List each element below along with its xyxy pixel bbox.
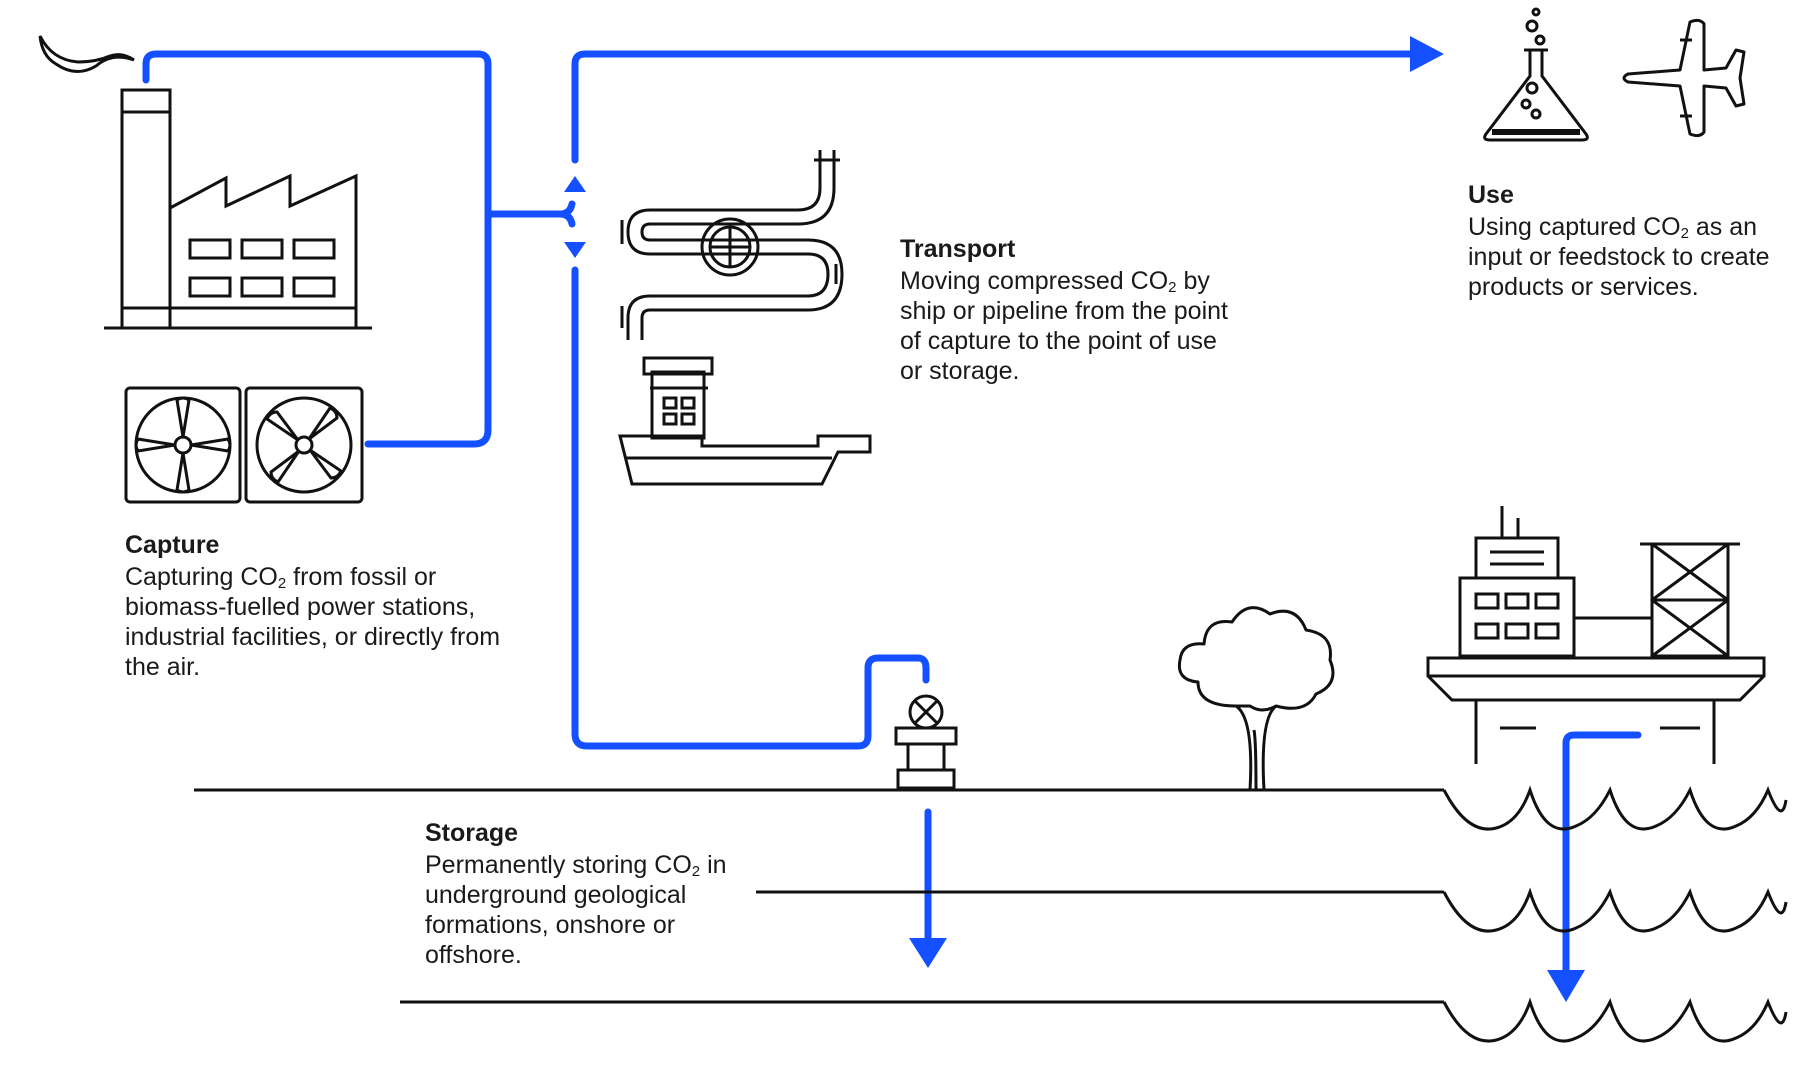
transport-description: Moving compressed CO2 by ship or pipelin… — [900, 266, 1230, 386]
arrow-down-junction — [564, 242, 586, 258]
use-desc-part: Using captured CO — [1468, 213, 1681, 241]
storage-title: Storage — [425, 819, 519, 847]
transport-desc-part: Moving compressed CO — [900, 267, 1169, 295]
flow-to-junction — [484, 200, 576, 228]
ground-layers — [194, 788, 1444, 1004]
arrow-down-offshore — [1547, 970, 1585, 1002]
flow-from-chimney — [142, 50, 492, 448]
use-desc-part: as an input or feedstock to create produ… — [1468, 213, 1770, 301]
capture-desc-part: from fossil or biomass-fuelled power sta… — [125, 563, 501, 681]
use-desc-subscript: 2 — [1680, 225, 1689, 242]
storage-description: Permanently storing CO2 in underground g… — [425, 850, 755, 970]
capture-desc-subscript: 2 — [277, 575, 287, 592]
transport-desc-part: by ship or pipeline from the point of ca… — [900, 267, 1228, 385]
arrow-down-onshore — [909, 938, 947, 968]
transport-desc-subscript: 2 — [1168, 279, 1177, 296]
offshore-platform-icon — [1426, 506, 1766, 764]
flow-injection-offshore — [1562, 731, 1642, 974]
arrowheads — [564, 36, 1585, 1002]
use-title: Use — [1468, 181, 1514, 209]
arrow-right-use — [1410, 36, 1444, 72]
transport-section: Transport Moving compressed CO2 by ship … — [900, 234, 1230, 386]
transport-title: Transport — [900, 235, 1016, 263]
capture-title: Capture — [125, 531, 220, 559]
storage-desc-part: Permanently storing CO — [425, 851, 692, 879]
capture-desc-part: Capturing CO — [125, 563, 278, 591]
arrow-up-junction — [564, 176, 586, 192]
flow-to-use — [571, 50, 1414, 164]
tree-icon — [1177, 606, 1335, 791]
storage-desc-part: in underground geological formations, on… — [425, 851, 727, 969]
storage-desc-subscript: 2 — [691, 863, 701, 880]
use-section: Use Using captured CO2 as an input or fe… — [1468, 180, 1808, 302]
smoke-icon — [38, 35, 135, 73]
flow-to-storage — [571, 266, 930, 750]
pipeline-icon — [620, 150, 844, 340]
airplane-icon — [1622, 18, 1746, 138]
factory-icon — [38, 35, 372, 330]
capture-section: Capture Capturing CO2 from fossil or bio… — [125, 530, 505, 682]
flow-lines — [142, 50, 1642, 974]
wellhead-icon — [894, 694, 958, 790]
storage-section: Storage Permanently storing CO2 in under… — [425, 818, 755, 970]
ship-icon — [618, 356, 872, 486]
direct-air-capture-fan-icon — [124, 386, 364, 504]
wave-icon — [1442, 785, 1788, 1043]
capture-description: Capturing CO2 from fossil or biomass-fue… — [125, 562, 505, 682]
use-description: Using captured CO2 as an input or feedst… — [1468, 212, 1808, 302]
flask-icon — [1483, 7, 1589, 142]
